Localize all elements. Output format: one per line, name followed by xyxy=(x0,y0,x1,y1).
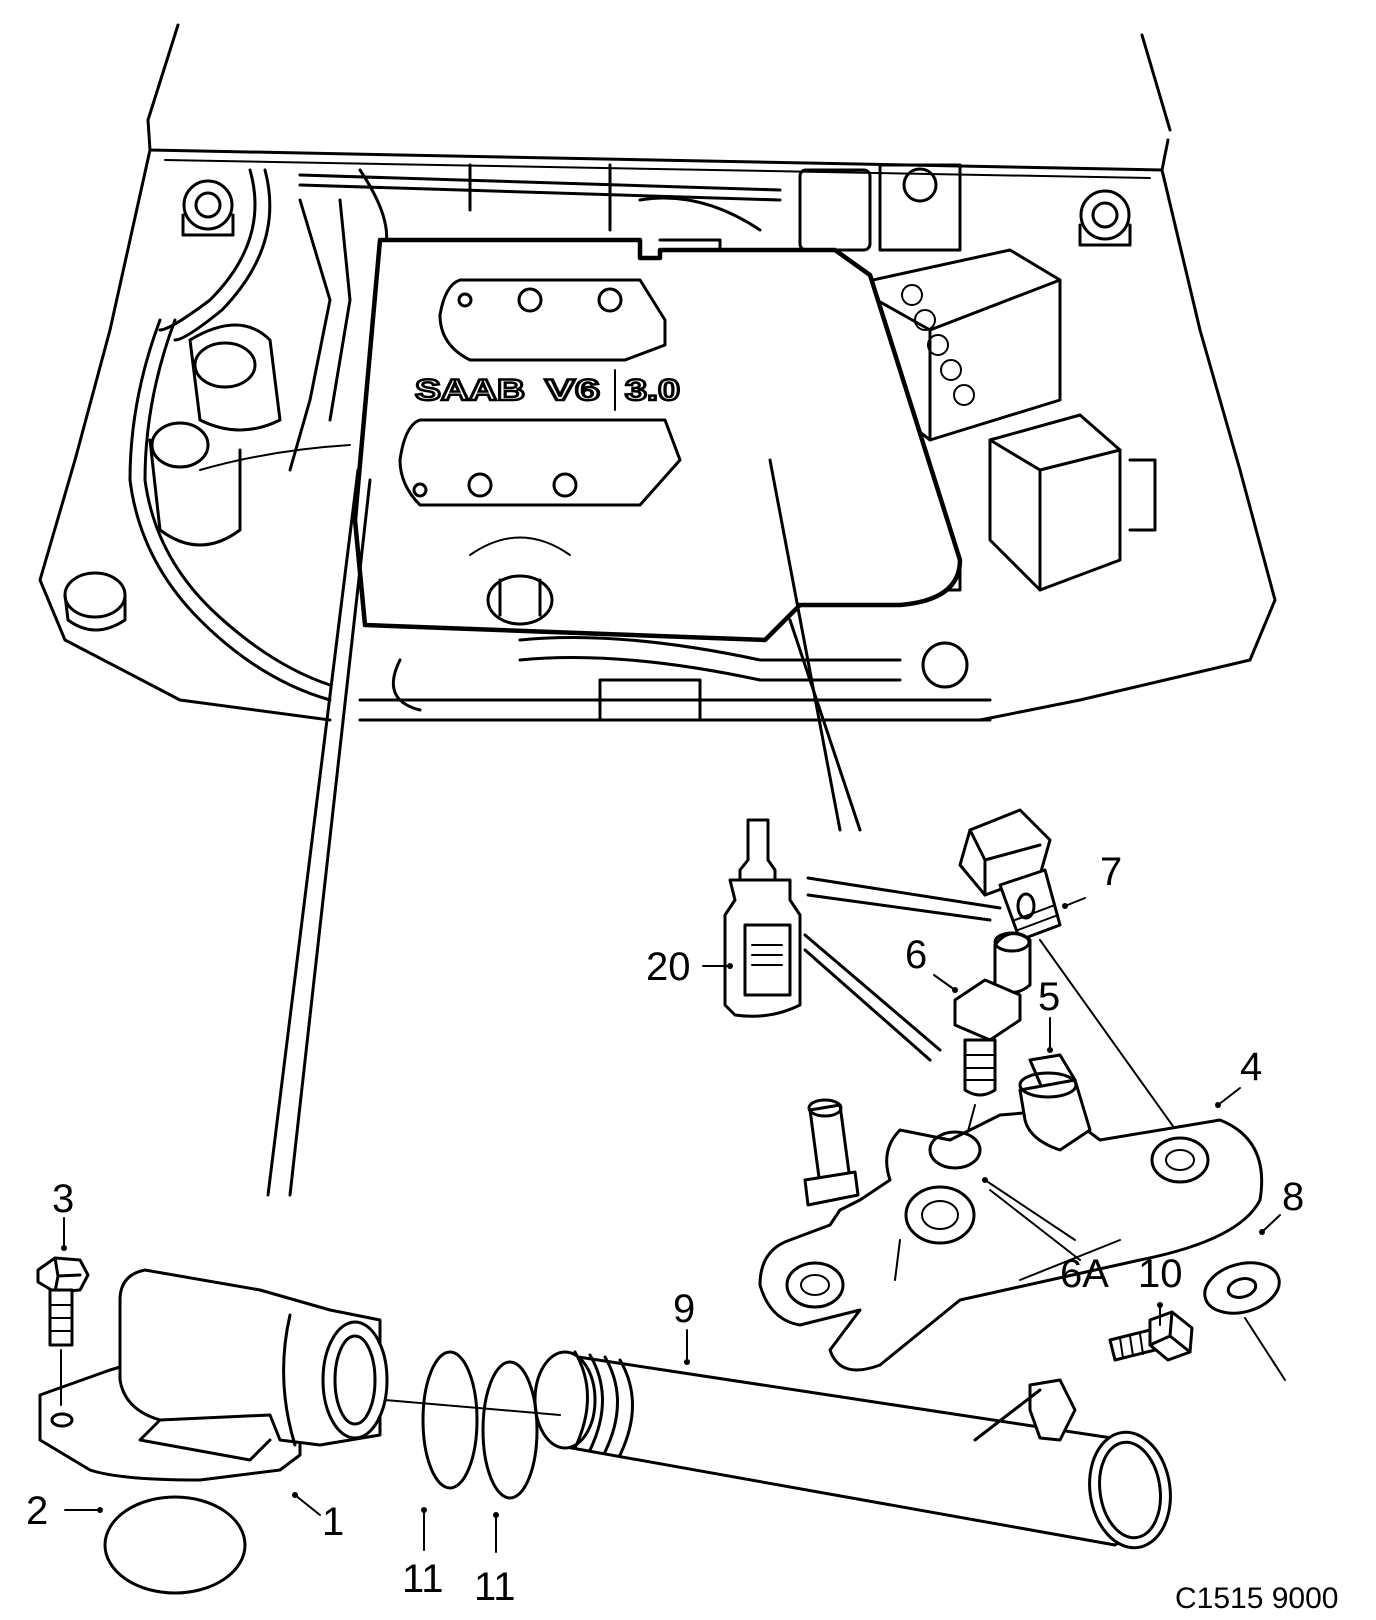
part-8-washer xyxy=(1203,1261,1281,1315)
fluid-reservoirs xyxy=(63,323,282,632)
strut-tower-right xyxy=(1078,189,1132,247)
callout-4: 4 xyxy=(1240,1045,1262,1089)
part-6-plug xyxy=(953,931,1032,1097)
cover-badge-model: V6 xyxy=(545,374,600,407)
cover-badge-displacement: 3.0 xyxy=(625,374,680,407)
callout-20: 20 xyxy=(646,945,691,989)
part-2-gasket xyxy=(103,1495,247,1595)
engine-cover: SAAB V6 3.0 xyxy=(352,237,963,643)
part-1-thermostat-housing xyxy=(38,1268,389,1482)
callout-leaders xyxy=(61,897,1281,1553)
callout-6: 6 xyxy=(905,933,927,977)
callout-9: 9 xyxy=(673,1287,695,1331)
callout-5: 5 xyxy=(1038,975,1060,1019)
fuse-box xyxy=(798,168,872,252)
figure-id: C1515 9000 xyxy=(1175,1582,1338,1615)
callout-8: 8 xyxy=(1282,1175,1304,1219)
callout-7: 7 xyxy=(1100,850,1122,894)
part-9-coolant-pipe xyxy=(533,1350,1172,1550)
callout-1: 1 xyxy=(322,1500,344,1544)
part-11-o-ring-a xyxy=(421,1350,479,1490)
callout-10: 10 xyxy=(1138,1252,1183,1296)
radiator-support xyxy=(358,636,992,722)
part-10-bolt xyxy=(1108,1310,1194,1362)
callout-11-a: 11 xyxy=(402,1557,444,1601)
part-7-bolt xyxy=(958,808,1062,942)
part-20-sealant-bottle xyxy=(723,818,802,1018)
cover-badge-brand: SAAB xyxy=(415,374,525,407)
callout-6a: 6A xyxy=(1060,1252,1109,1296)
callout-11-b: 11 xyxy=(474,1565,516,1609)
strut-tower-left xyxy=(181,179,235,237)
part-3-bolt xyxy=(36,1256,90,1347)
part-4-coolant-manifold xyxy=(758,1071,1264,1372)
oil-filler-cap xyxy=(486,574,554,626)
part-11-o-ring-b xyxy=(481,1360,539,1500)
callout-3: 3 xyxy=(52,1177,74,1221)
callout-2: 2 xyxy=(26,1489,48,1533)
